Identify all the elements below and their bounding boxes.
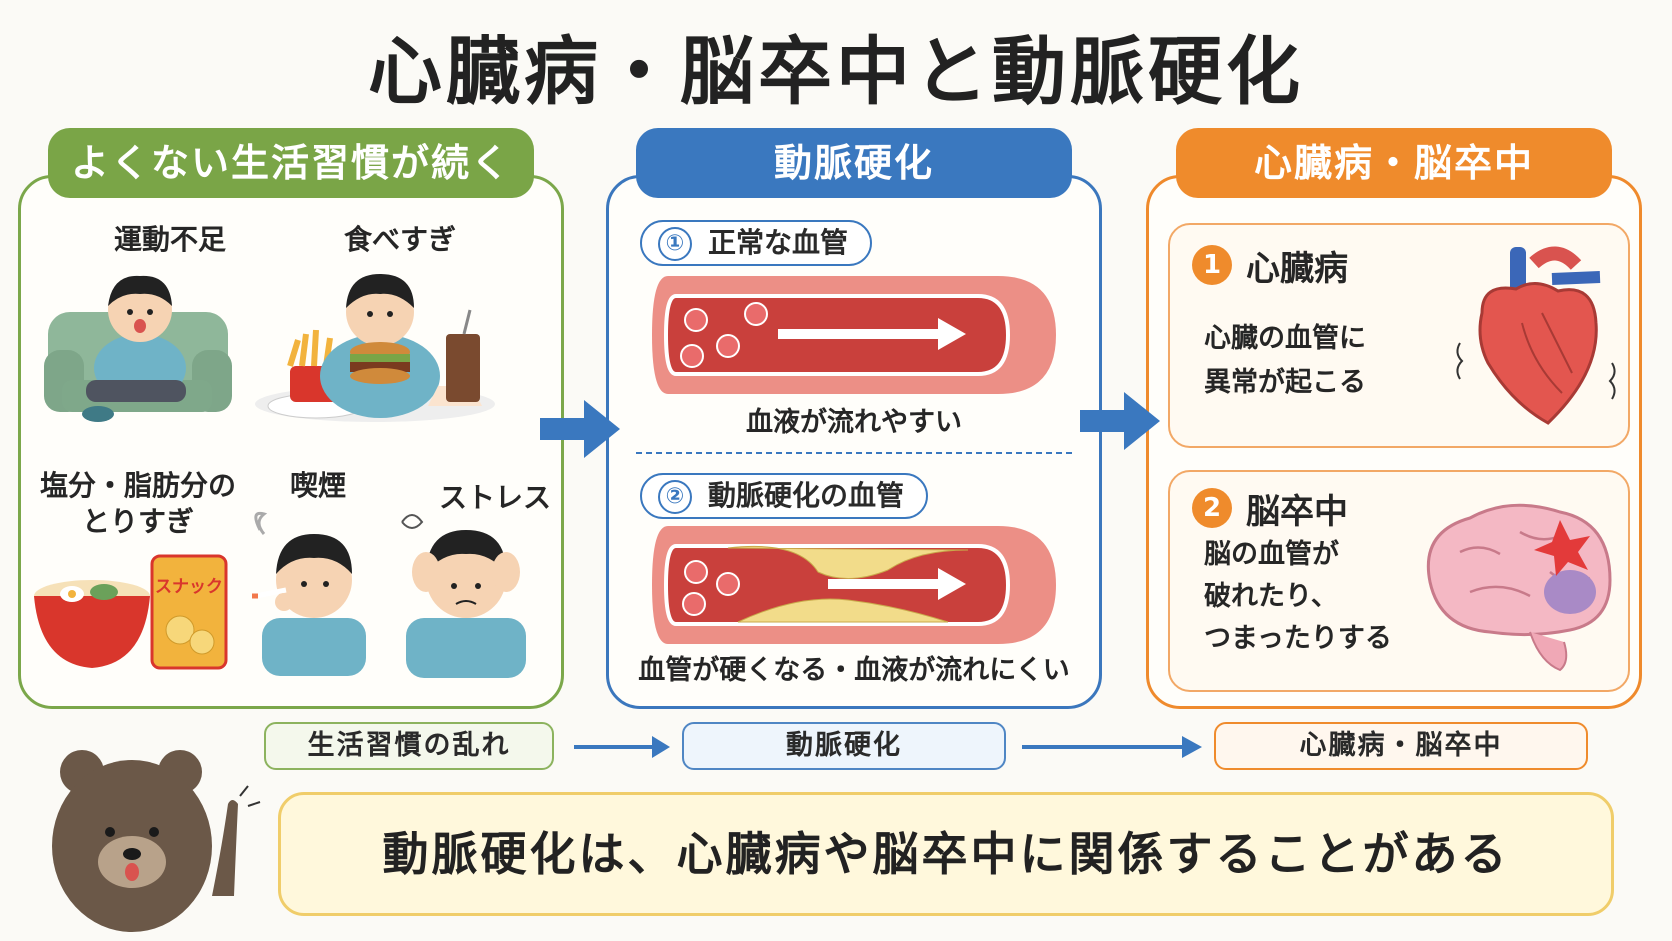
number-badge: ①: [658, 227, 692, 261]
stroke-description-line1: 脳の血管が: [1204, 539, 1339, 570]
heart-disease-description-line2: 異常が起こる: [1204, 367, 1366, 398]
hardened-vessel-label: ② 動脈硬化の血管: [640, 473, 929, 519]
heart-disease-description-line1: 心臓の血管に: [1204, 323, 1366, 354]
lifestyle-label-salt-fat-line2: とりすぎ: [81, 505, 194, 538]
flow-step-arteriosclerosis: 動脈硬化: [682, 722, 1006, 770]
lifestyle-label-salt-fat: 塩分・脂肪分の とりすぎ: [32, 468, 244, 540]
bear-mascot-icon: [52, 750, 261, 932]
brain-icon: [1426, 503, 1612, 672]
snack-text: スナック: [155, 577, 223, 597]
stroke-description-line3: つまったりする: [1204, 623, 1392, 654]
arrow-right-icon: [574, 736, 670, 758]
normal-vessel-label: ① 正常な血管: [640, 220, 873, 266]
normal-vessel-label-text: 正常な血管: [708, 226, 849, 259]
eating-burger-icon: [255, 274, 495, 422]
normal-vessel-caption: 血液が流れやすい: [746, 407, 962, 438]
number-badge: ②: [658, 480, 692, 514]
arteriosclerosis-header: 動脈硬化: [636, 128, 1072, 198]
arrow-right-icon: [1080, 392, 1160, 450]
hardened-vessel-label-text: 動脈硬化の血管: [708, 479, 905, 512]
ramen-snack-icon: スナック: [34, 554, 228, 670]
number-badge: 2: [1192, 488, 1232, 528]
normal-vessel-icon: [652, 276, 1056, 394]
lifestyle-label-stress: ストレス: [438, 481, 551, 514]
stroke-description: 脳の血管が 破れたり、 つまったりする: [1204, 534, 1392, 660]
hardened-vessel-icon: [652, 526, 1056, 644]
lifestyle-label-smoking: 喫煙: [289, 469, 346, 502]
divider: [636, 452, 1072, 454]
arrow-right-icon: [540, 400, 620, 458]
heart-disease-description: 心臓の血管に 異常が起こる: [1204, 317, 1366, 405]
stroke-title: 脳卒中: [1246, 492, 1348, 532]
diseases-header: 心臓病・脳卒中: [1176, 128, 1612, 198]
stressed-icon: [401, 514, 526, 678]
conclusion-box: 動脈硬化は、心臓病や脳卒中に関係することがある: [278, 792, 1614, 916]
number-badge: 1: [1192, 245, 1232, 285]
sitting-on-sofa-icon: [44, 275, 232, 422]
lifestyle-label-exercise: 運動不足: [113, 223, 226, 256]
page-title: 心臓病・脳卒中と動脈硬化: [368, 29, 1304, 115]
flow-step-lifestyle: 生活習慣の乱れ: [264, 722, 554, 770]
hardened-vessel-caption: 血管が硬くなる・血液が流れにくい: [638, 655, 1070, 686]
lifestyle-header: よくない生活習慣が続く: [48, 128, 534, 198]
arrow-right-icon: [1022, 736, 1202, 758]
lifestyle-label-overeating: 食べすぎ: [343, 223, 456, 256]
heart-disease-title: 心臓病: [1246, 249, 1348, 289]
flow-step-diseases: 心臓病・脳卒中: [1214, 722, 1588, 770]
stroke-description-line2: 破れたり、: [1204, 581, 1338, 612]
heart-icon: [1456, 246, 1616, 425]
stroke-card: 2 脳卒中 脳の血管が 破れたり、 つまったりする: [1168, 470, 1630, 692]
lifestyle-label-salt-fat-line1: 塩分・脂肪分の: [39, 469, 236, 502]
smoking-icon: [252, 511, 366, 676]
heart-disease-card: 1 心臓病 心臓の血管に 異常が起こる: [1168, 223, 1630, 448]
